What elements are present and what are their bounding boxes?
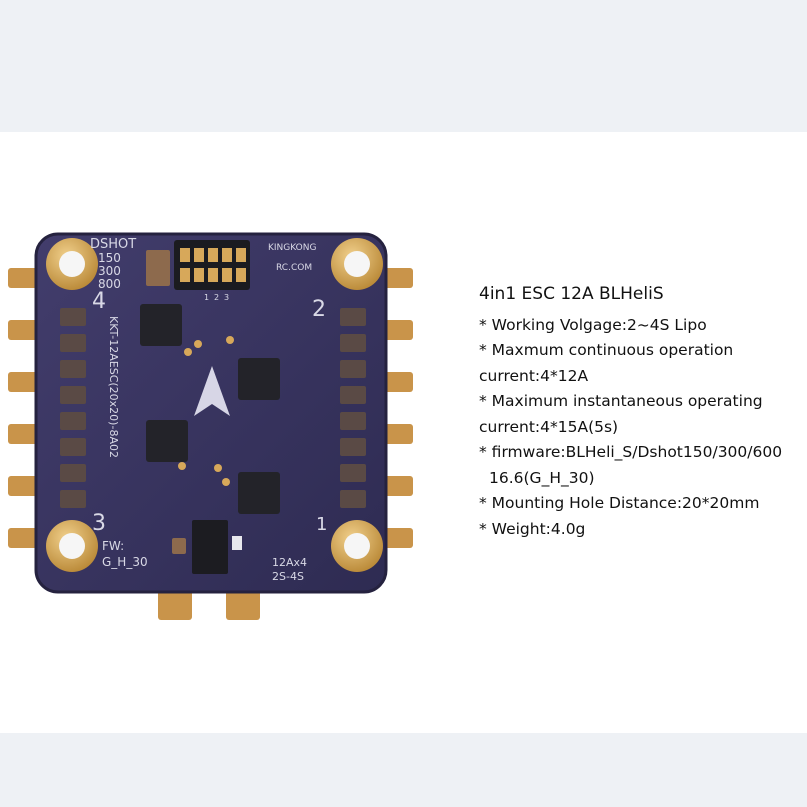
motor-number-2: 2 (312, 297, 326, 322)
header-pin-3: 3 (224, 293, 229, 302)
capacitor (146, 250, 170, 286)
spec-line-firmware-version: 16.6(G_H_30) (489, 468, 595, 487)
spec-line-continuous: * Maxmum continuous operation (479, 341, 734, 359)
board-model-label: KKT-12AESC(20x20)-8A02 (107, 316, 120, 458)
rating-label: 12Ax4 (272, 556, 307, 569)
dshot-150-label: 150 (98, 251, 121, 265)
product-title: 4in1 ESC 12A BLHeliS (479, 284, 664, 304)
microcontroller-chips (140, 304, 280, 514)
motor-number-3: 3 (92, 511, 106, 536)
vias (178, 336, 234, 486)
spec-line-voltage: * Working Volgage:2~4S Lipo (479, 315, 707, 334)
fw-label: FW: (102, 539, 124, 553)
voltage-regulator (192, 520, 228, 574)
site-label: RC.COM (276, 263, 312, 273)
top-background-band (0, 0, 807, 132)
mounting-holes (46, 238, 383, 572)
spec-line-mounting: * Mounting Hole Distance:20*20mm (479, 494, 760, 512)
dshot-300-label: 300 (98, 264, 121, 278)
signal-header (174, 240, 250, 290)
dshot-label: DSHOT (90, 237, 136, 252)
spec-line-instantaneous-value: current:4*15A(5s) (479, 417, 619, 436)
dshot-800-label: 800 (98, 277, 121, 291)
fw-value: G_H_30 (102, 555, 148, 569)
right-motor-pads (383, 268, 413, 548)
cells-label: 2S-4S (272, 570, 304, 583)
bottom-background-band (0, 733, 807, 807)
spec-line-continuous-value: current:4*12A (479, 366, 589, 385)
battery-pads (158, 588, 260, 620)
spec-line-instantaneous: * Maximum instantaneous operating (479, 392, 763, 410)
brand-label: KINGKONG (268, 243, 316, 253)
esc-board-photo: DSHOT 150 300 800 KINGKONG RC.COM 1 2 3 … (0, 220, 420, 630)
left-motor-pads (8, 268, 38, 548)
spec-line-weight: * Weight:4.0g (479, 519, 586, 538)
spec-list: 4in1 ESC 12A BLHeliS * Working Volgage:2… (479, 282, 799, 542)
esc-board-illustration: DSHOT 150 300 800 KINGKONG RC.COM 1 2 3 … (8, 232, 413, 620)
header-pin-2: 2 (214, 293, 219, 302)
motor-number-1: 1 (316, 514, 327, 535)
mosfet-components (60, 308, 366, 508)
motor-number-4: 4 (92, 289, 106, 314)
arrow-logo (194, 366, 230, 416)
header-pin-1: 1 (204, 293, 209, 302)
spec-line-firmware: * firmware:BLHeli_S/Dshot150/300/600 (479, 443, 783, 461)
pcb-board (36, 234, 386, 592)
